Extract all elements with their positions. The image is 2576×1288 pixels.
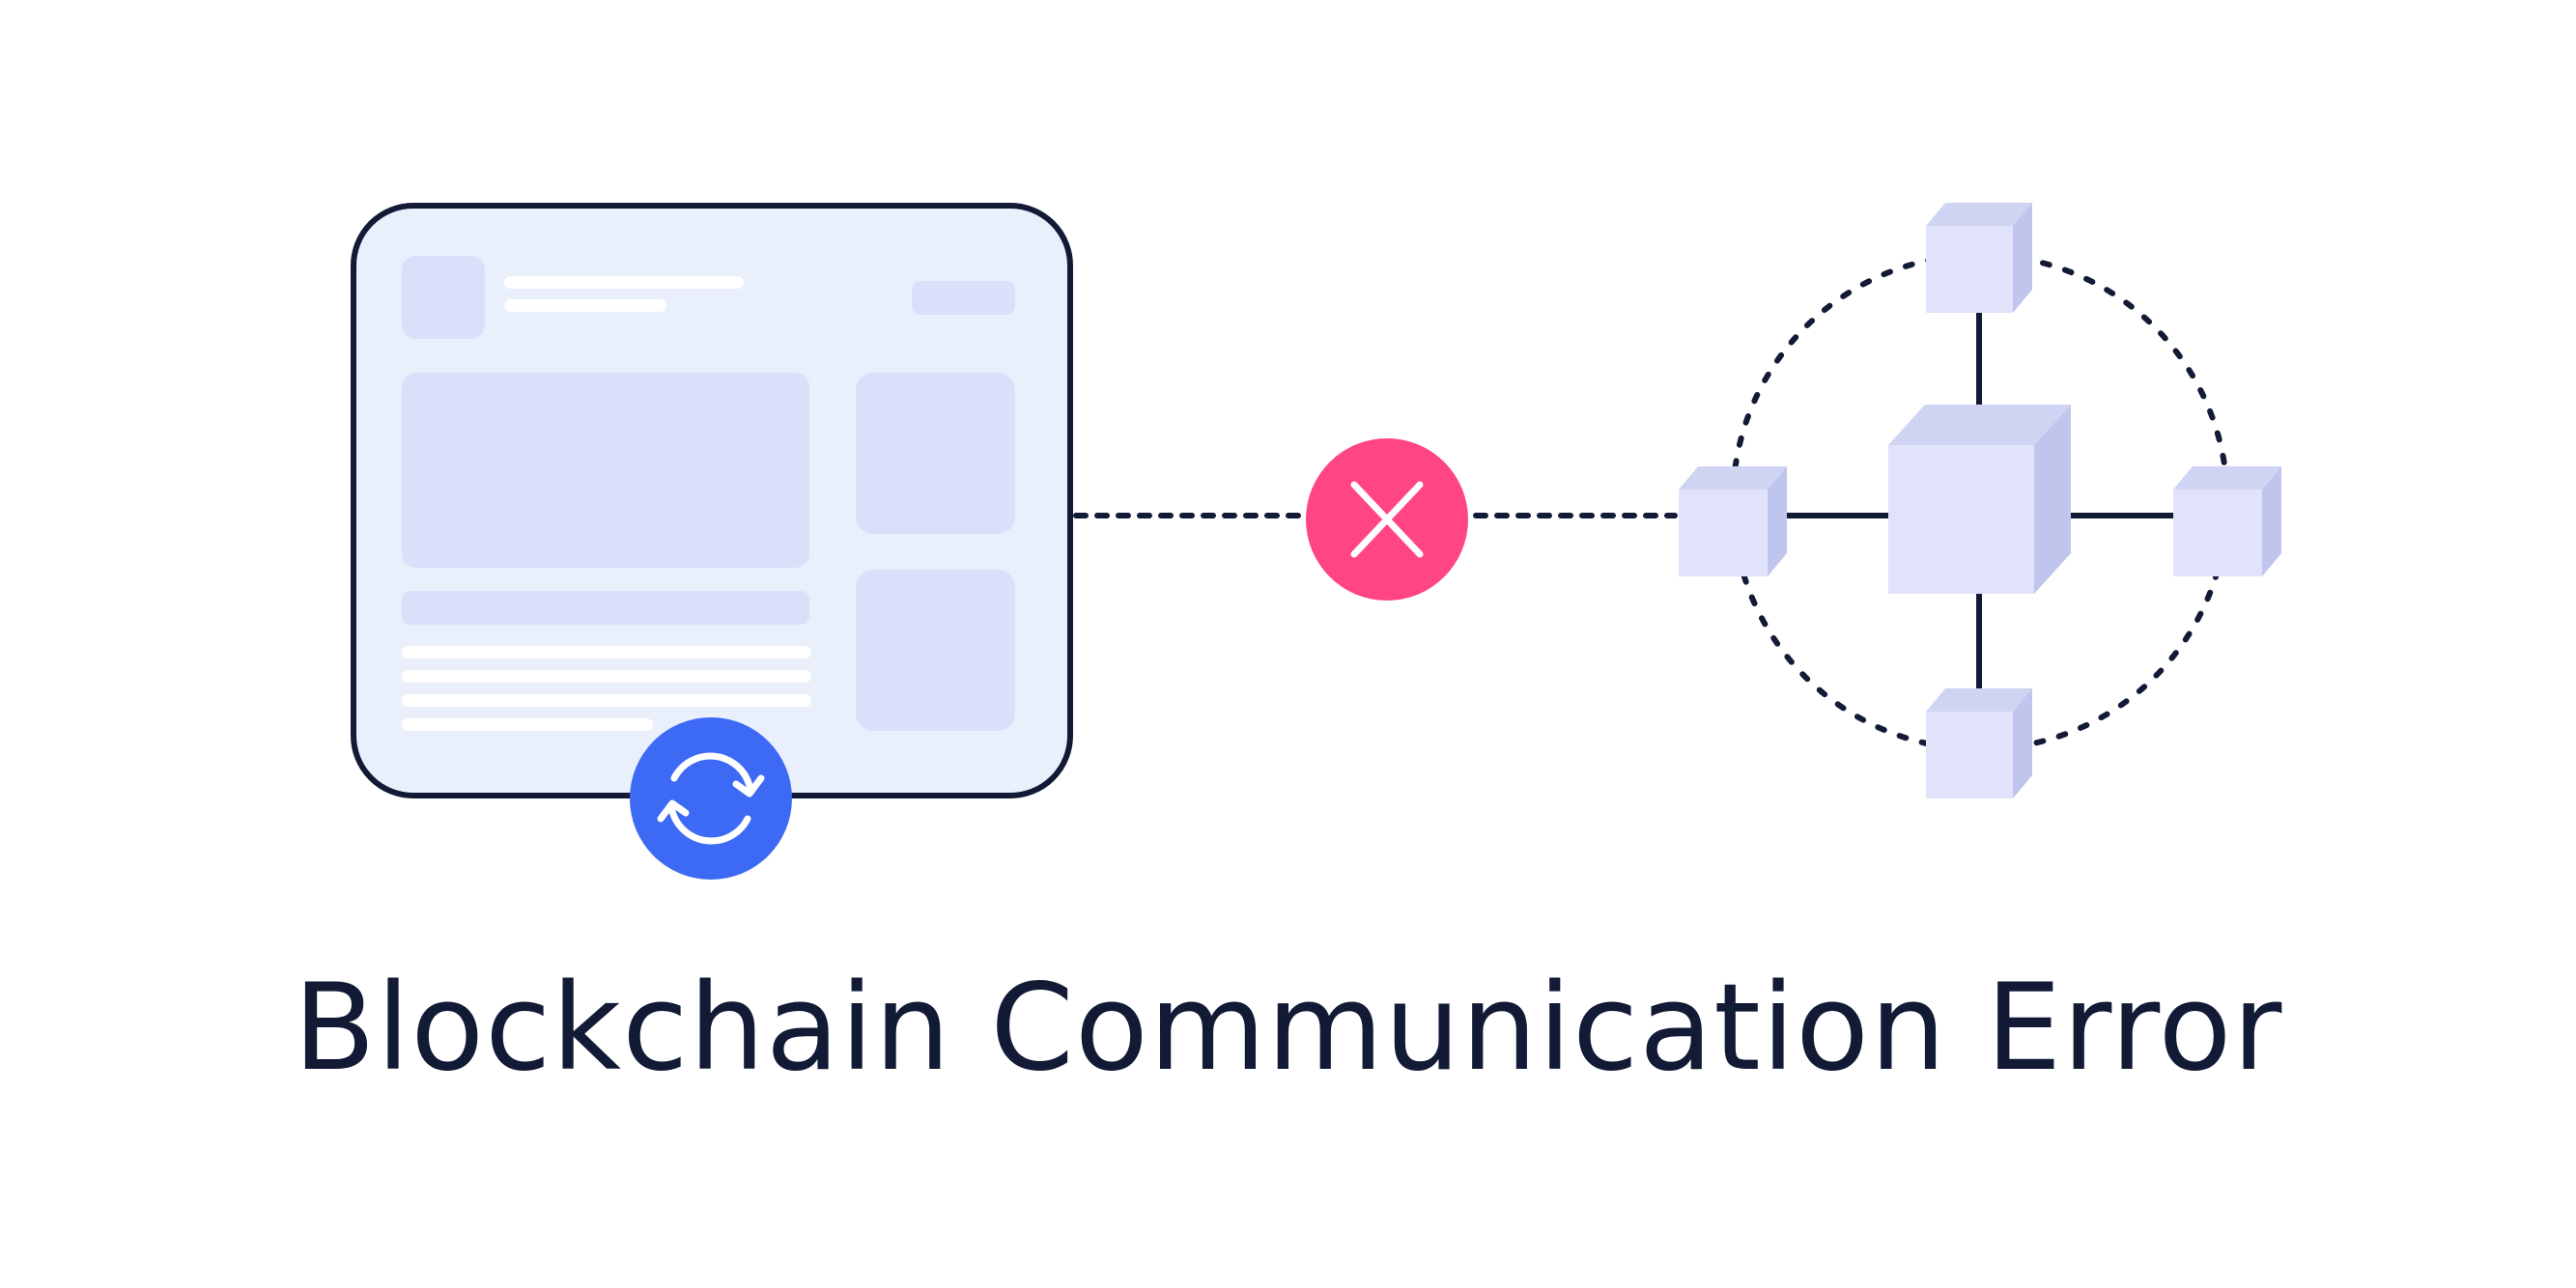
- right-block-cube: [2173, 466, 2281, 576]
- app-window: [351, 203, 1073, 798]
- window-avatar-placeholder: [402, 256, 485, 339]
- window-main-card-placeholder: [402, 373, 809, 568]
- window-title-line: [504, 276, 744, 289]
- sync-arrows-icon: [657, 752, 765, 845]
- bottom-block-cube: [1926, 688, 2032, 798]
- blockchain-network: [1679, 203, 2281, 798]
- window-text-line: [402, 670, 811, 683]
- window-header-button-placeholder: [912, 281, 1015, 315]
- sync-badge-circle: [630, 717, 792, 880]
- window-side-card-placeholder: [856, 373, 1015, 534]
- caption-title: Blockchain Communication Error: [293, 959, 2283, 1098]
- close-x-icon: [1350, 481, 1424, 558]
- network-links: [1787, 309, 2173, 692]
- window-text-line: [402, 646, 811, 658]
- center-block-cube: [1888, 405, 2071, 594]
- window-text-line: [402, 694, 811, 707]
- window-text-line: [402, 718, 653, 731]
- error-badge: [1306, 438, 1468, 601]
- window-bar-placeholder: [402, 591, 809, 625]
- sync-badge: [630, 717, 792, 880]
- window-side-card-placeholder: [856, 570, 1015, 731]
- window-subtitle-line: [504, 299, 666, 312]
- top-block-cube: [1926, 203, 2032, 313]
- left-block-cube: [1679, 466, 1787, 576]
